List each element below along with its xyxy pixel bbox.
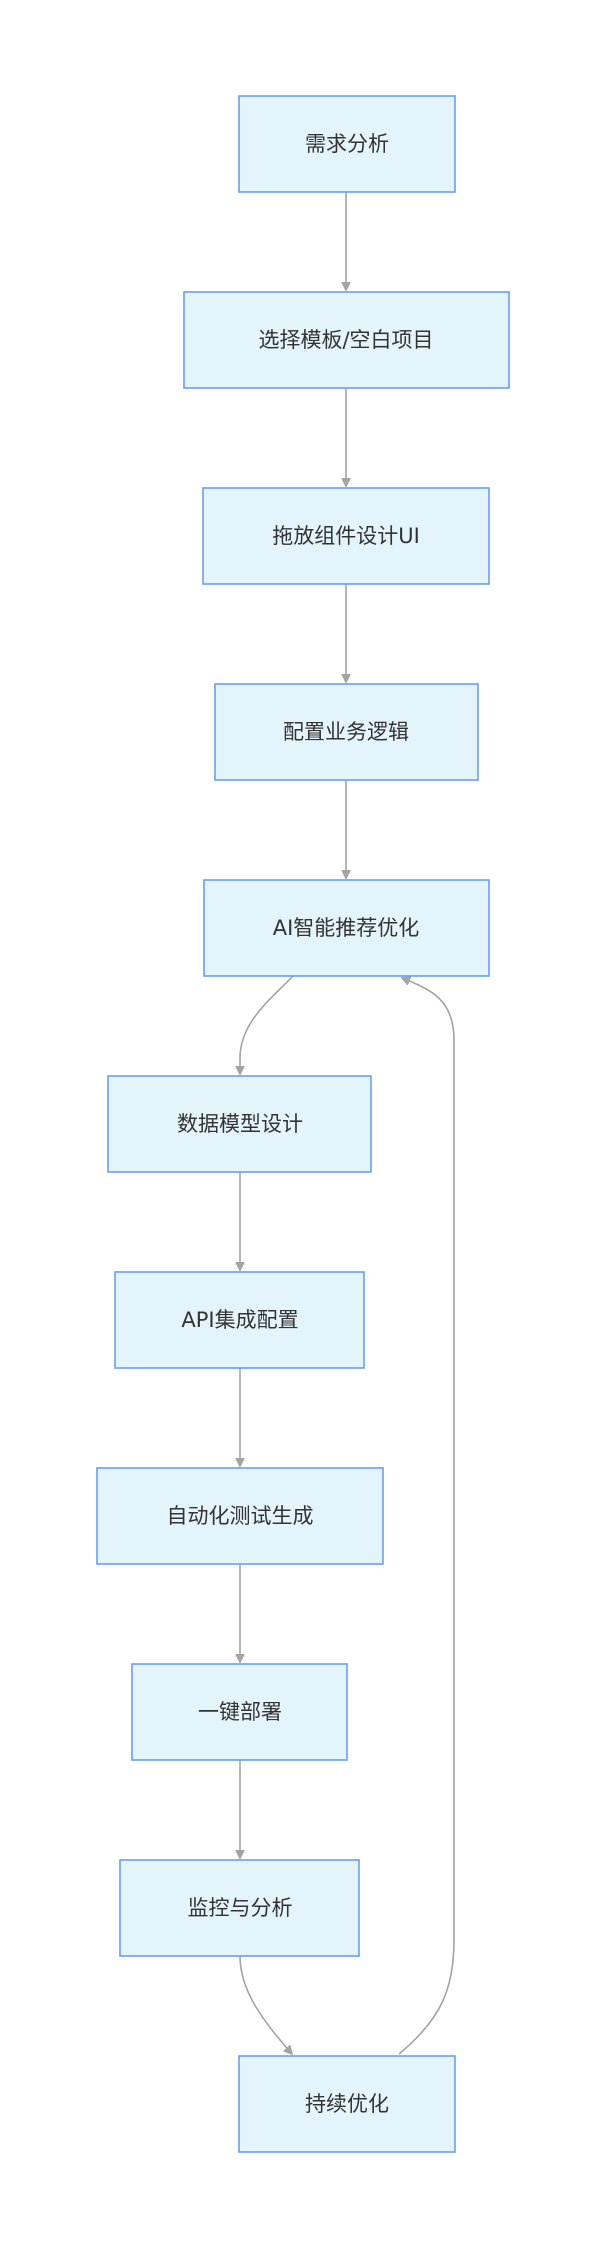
node-box: [96, 1467, 384, 1565]
node-label: 自动化测试生成: [167, 1504, 314, 1528]
node-label: 一键部署: [198, 1700, 282, 1724]
edge-continuous-opt-to-ai-recommend: [398, 978, 455, 2055]
node-box: [183, 291, 510, 389]
node-label: 配置业务逻辑: [283, 720, 409, 744]
node-auto-test[interactable]: 自动化测试生成: [96, 1467, 384, 1565]
node-box: [238, 95, 456, 193]
node-ai-recommend[interactable]: AI智能推荐优化: [203, 879, 490, 977]
node-one-click-deploy[interactable]: 一键部署: [131, 1663, 348, 1761]
node-label: 选择模板/空白项目: [258, 328, 433, 352]
node-box: [203, 879, 490, 977]
node-business-logic[interactable]: 配置业务逻辑: [214, 683, 479, 781]
node-label: 拖放组件设计UI: [272, 524, 420, 548]
node-box: [119, 1859, 360, 1957]
node-label: 需求分析: [305, 132, 389, 156]
node-box: [131, 1663, 348, 1761]
edges-layer: [239, 192, 455, 2055]
node-api-config[interactable]: API集成配置: [114, 1271, 365, 1369]
node-box: [202, 487, 490, 585]
node-label: API集成配置: [181, 1308, 298, 1332]
node-box: [238, 2055, 456, 2153]
node-box: [107, 1075, 372, 1173]
edge-ai-recommend-to-data-model: [240, 975, 294, 1074]
node-continuous-optimization[interactable]: 持续优化: [238, 2055, 456, 2153]
edge-monitor-to-continuous-opt: [239, 1955, 292, 2054]
node-drag-drop-ui[interactable]: 拖放组件设计UI: [202, 487, 490, 585]
node-label: 持续优化: [305, 2092, 389, 2116]
node-box: [114, 1271, 365, 1369]
node-requirements-analysis[interactable]: 需求分析: [238, 95, 456, 193]
node-monitor-analysis[interactable]: 监控与分析: [119, 1859, 360, 1957]
node-label: AI智能推荐优化: [273, 916, 420, 940]
node-data-model[interactable]: 数据模型设计: [107, 1075, 372, 1173]
node-label: 数据模型设计: [177, 1112, 303, 1136]
node-box: [214, 683, 479, 781]
nodes-layer: 需求分析 选择模板/空白项目 拖放组件设计UI 配置业务逻辑 AI智能推荐优化 …: [96, 95, 510, 2153]
node-label: 监控与分析: [188, 1896, 293, 1920]
node-select-template[interactable]: 选择模板/空白项目: [183, 291, 510, 389]
